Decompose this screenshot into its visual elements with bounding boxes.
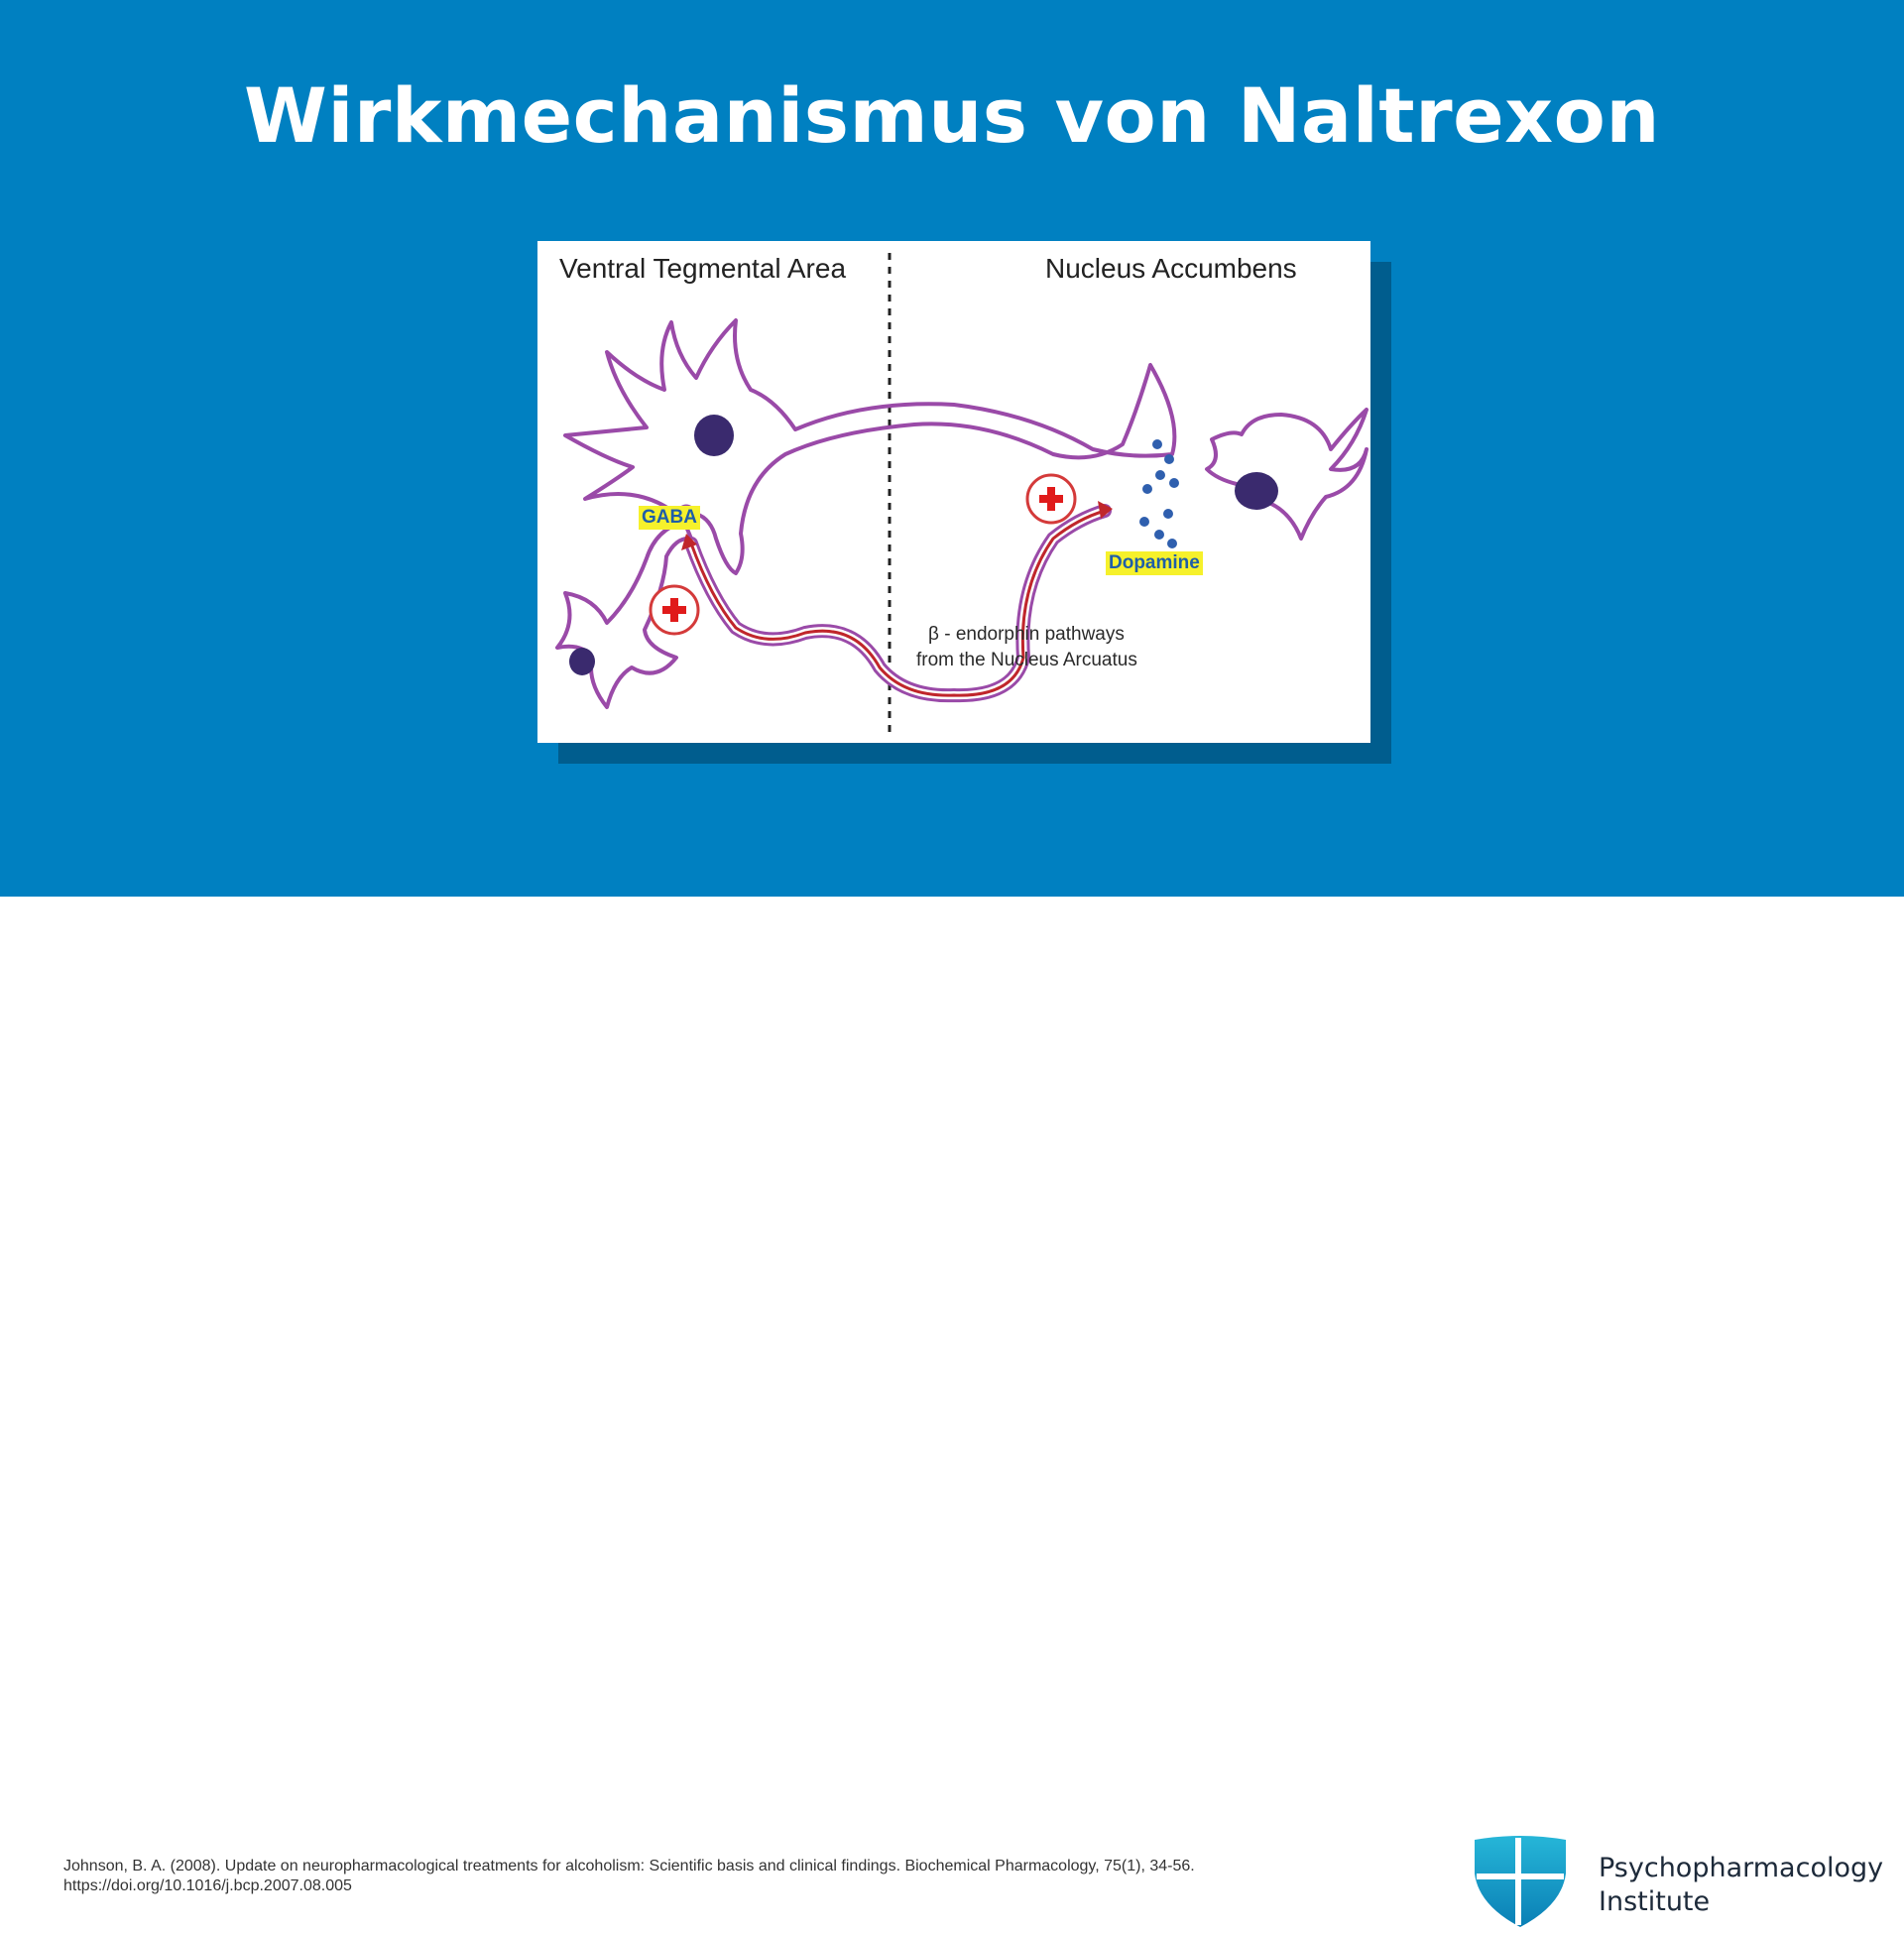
arrowhead-gaba [681,534,697,550]
brand-line-2: Institute [1599,1886,1711,1917]
pathway-label-line2: from the Nucleus Arcuatus [916,650,1137,670]
gaba-neuron-nucleus [569,648,595,675]
citation-reference: Johnson, B. A. (2008). Update on neuroph… [63,1858,1195,1874]
region-label-vta: Ventral Tegmental Area [559,253,847,284]
vta-neuron-outline [563,318,1177,575]
plus-icon-left [649,584,700,636]
pathway-label-line1: β - endorphin pathways [928,624,1125,645]
arrowhead-dopamine [1098,501,1113,519]
shield-cross-icon [1473,1834,1568,1934]
slide-title: Wirkmechanismus von Naltrexon [244,71,1660,160]
citation: Johnson, B. A. (2008). Update on neuroph… [63,1857,1195,1896]
nacc-neuron-nucleus [1235,472,1278,510]
nacc-neuron-outline [1205,408,1368,541]
plus-icon-right [1025,473,1077,525]
citation-doi: https://doi.org/10.1016/j.bcp.2007.08.00… [63,1877,352,1894]
mechanism-diagram: Ventral Tegmental Area Nucleus Accumbens… [537,241,1370,743]
title-band: Wirkmechanismus von Naltrexon [0,0,1904,897]
gaba-label: GABA [639,506,700,530]
brand-name: Psychopharmacology Institute [1599,1852,1883,1919]
dopamine-label: Dopamine [1106,551,1203,575]
vta-neuron-nucleus [694,415,734,456]
brand-line-1: Psychopharmacology [1599,1853,1884,1883]
region-label-nacc: Nucleus Accumbens [1045,253,1297,284]
footer: Johnson, B. A. (2008). Update on neuroph… [0,897,1904,1927]
endorphin-pathway-red [689,509,1106,697]
dopamine-dots [1139,439,1179,548]
